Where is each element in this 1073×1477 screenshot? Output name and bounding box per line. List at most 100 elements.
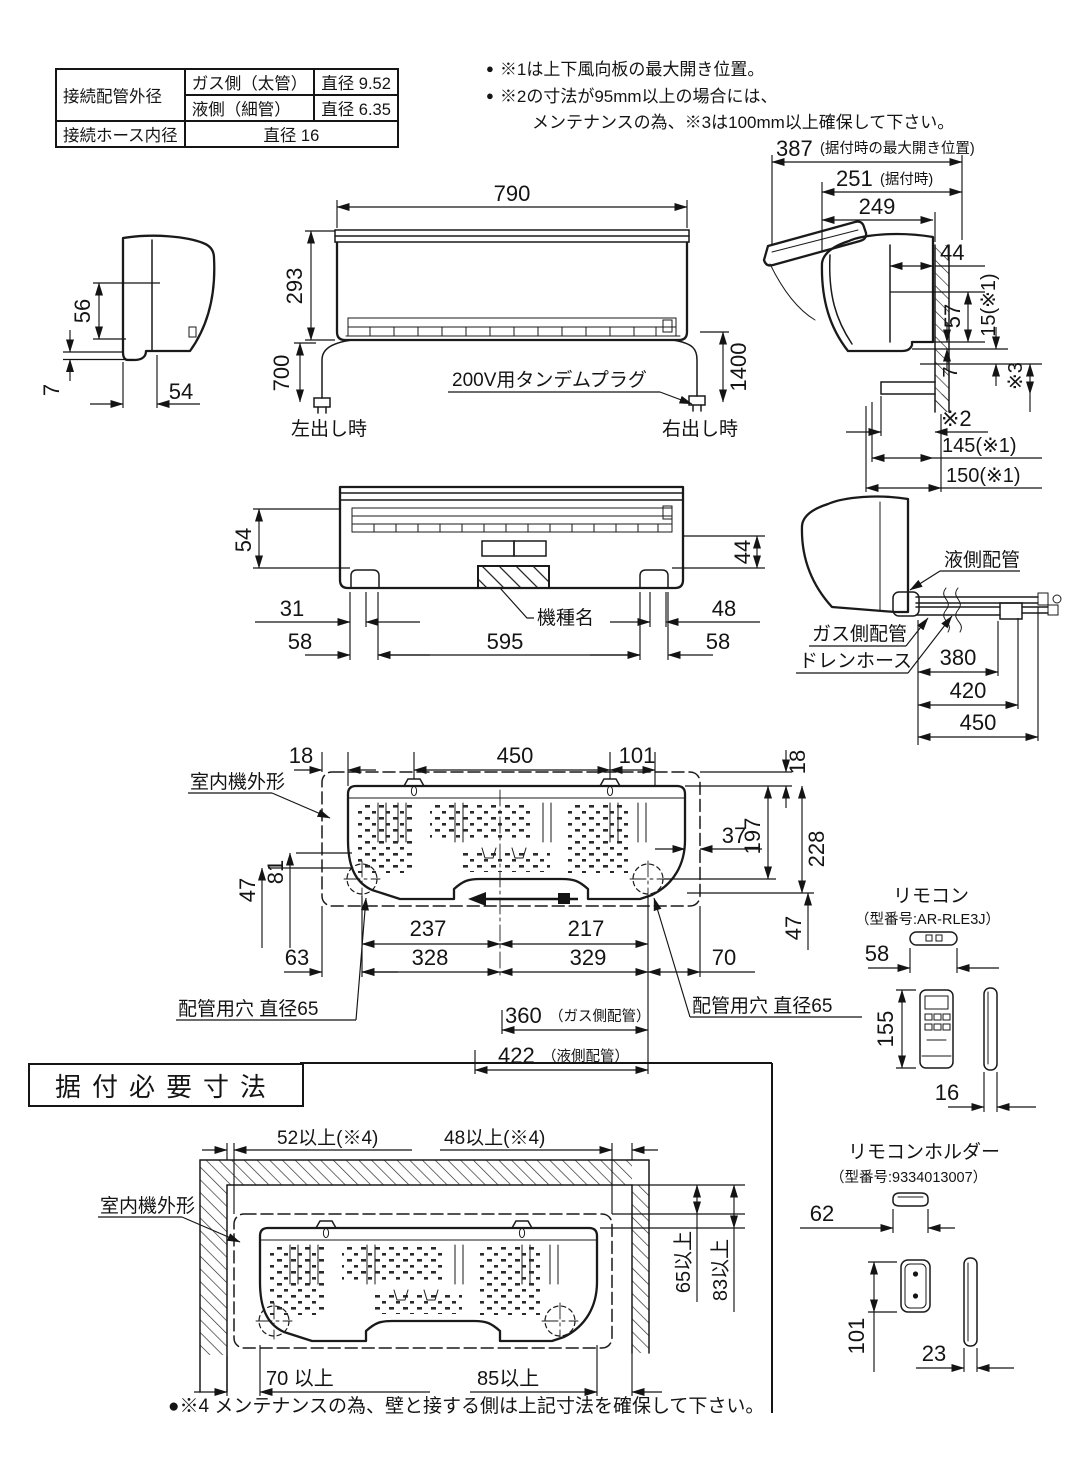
dim-101: 101 — [619, 743, 656, 768]
bullet-icon: ● — [486, 88, 494, 103]
dim-155: 155 — [873, 1011, 898, 1048]
holder-title: リモコンホルダー — [848, 1141, 1000, 1163]
spec-row-label: 接続ホース内径 — [55, 120, 186, 148]
remote-control-view: リモコン （型番号:AR-RLE3J） 58 155 — [855, 886, 1036, 1112]
gas-pipe-label: ガス側配管 — [812, 623, 907, 645]
spec-cell: 直径 6.35 — [313, 94, 399, 122]
spec-cell: 液側（細管） — [183, 94, 316, 122]
spec-table: 接続配管外径 ガス側（太管） 直径 9.52 液側（細管） 直径 6.35 接続… — [55, 68, 399, 148]
dim-150: 150(※1) — [946, 465, 1021, 487]
dim-329: 329 — [570, 945, 607, 970]
dim-31: 31 — [280, 596, 304, 621]
dim-450: 450 — [960, 710, 997, 735]
left-side-view: 56 7 54 — [39, 234, 216, 408]
unit-outline-label: 室内機外形 — [190, 771, 285, 793]
dim-44: 44 — [940, 240, 964, 265]
holder-model: （型番号:9334013007） — [830, 1169, 987, 1186]
dim-380: 380 — [940, 645, 977, 670]
dim-360-note: （ガス側配管） — [549, 1008, 651, 1025]
note-line: メンテナンスの為、※3は100mm以上確保して下さい。 — [532, 113, 955, 132]
dim-57: 57 — [940, 304, 965, 328]
front-view: 790 293 700 1400 200V用タンデムプラグ 左出し時 右出し時 — [269, 181, 751, 440]
pipe-hole-label-right: 配管用穴 直径65 — [692, 995, 832, 1017]
dim-328: 328 — [412, 945, 449, 970]
note-text: ※1は上下風向板の最大開き位置。 — [499, 60, 765, 79]
dim-700: 700 — [269, 355, 294, 392]
install-note: ●※4 メンテナンスの為、壁と接する側は上記寸法を確保して下さい。 — [168, 1395, 764, 1417]
dim-70: 70 — [712, 945, 736, 970]
dim-85-min: 85以上 — [477, 1367, 539, 1390]
dim-65-min: 65以上 — [672, 1231, 695, 1293]
remote-model: （型番号:AR-RLE3J） — [855, 911, 1000, 928]
dim-remote-58: 58 — [865, 941, 889, 966]
spec-row-label: 接続配管外径 — [55, 68, 186, 122]
dim-15: 15(※1) — [978, 273, 1000, 336]
bullet-icon: ● — [486, 61, 494, 76]
dim-422-note: （液側配管） — [542, 1048, 629, 1065]
dim-top-54: 54 — [231, 528, 256, 552]
dim-251-note: (据付時) — [880, 171, 933, 188]
dim-237: 237 — [410, 916, 447, 941]
unit-outline-label-install: 室内機外形 — [100, 1195, 195, 1217]
dim-63: 63 — [285, 945, 309, 970]
dim-48-min: 48以上(※4) — [444, 1127, 545, 1149]
dim-48: 48 — [712, 596, 736, 621]
left-outlet-label: 左出し時 — [291, 418, 367, 440]
rear-view: 室内機外形 18 450 101 18 37 197 — [176, 743, 862, 1074]
dim-58-right: 58 — [706, 629, 730, 654]
dim-58-left: 58 — [288, 629, 312, 654]
dim-360: 360 — [505, 1003, 542, 1028]
dim-52-min: 52以上(※4) — [277, 1127, 378, 1149]
install-clearance-view: 室内機外形 52以上(※4) 48以上(※4) 65以上 83以上 — [98, 1062, 773, 1417]
dim-7-right: 7 — [940, 366, 962, 377]
pipe-hole-label-left: 配管用穴 直径65 — [178, 998, 318, 1020]
dim-7: 7 — [39, 384, 64, 396]
dim-249: 249 — [859, 194, 896, 219]
spec-cell: 直径 16 — [183, 120, 399, 148]
dim-251: 251 — [836, 166, 873, 191]
dim-56: 56 — [70, 299, 95, 323]
dim-47-left: 47 — [235, 878, 260, 902]
dim-387-note: (据付時の最大開き位置) — [820, 140, 975, 157]
dim-1400: 1400 — [726, 343, 751, 392]
dim-16: 16 — [935, 1080, 959, 1105]
right-outlet-label: 右出し時 — [662, 418, 738, 440]
remote-title: リモコン — [893, 886, 969, 907]
drain-hose-label: ドレンホース — [799, 651, 912, 672]
dim-18-right: 18 — [785, 750, 810, 774]
top-view: 機種名 54 44 31 48 58 595 — [231, 485, 765, 660]
remote-holder-view: リモコンホルダー （型番号:9334013007） 62 101 23 — [800, 1141, 1014, 1372]
note-line: ● ※1は上下風向板の最大開き位置。 — [486, 56, 954, 83]
note-line: ●※2の寸法が95mm以上の場合には、 — [486, 83, 954, 110]
notes-block: ● ※1は上下風向板の最大開き位置。 ●※2の寸法が95mm以上の場合には、 メン… — [486, 56, 954, 136]
dim-197: 197 — [740, 818, 765, 855]
install-section-header: 据付必要寸法 — [28, 1063, 304, 1107]
dim-145: 145(※1) — [942, 435, 1017, 457]
liquid-pipe-label: 液側配管 — [944, 549, 1020, 571]
pipe-side-view: 液側配管 ガス側配管 ドレンホース 380 420 450 — [796, 495, 1062, 745]
spec-cell: ガス側（太管） — [183, 68, 316, 96]
model-name-label: 機種名 — [537, 607, 594, 629]
dim-47-right: 47 — [781, 916, 806, 940]
dim-s2: ※2 — [941, 406, 972, 431]
dim-790: 790 — [494, 181, 531, 206]
dim-387: 387 — [776, 136, 813, 161]
dim-18-left: 18 — [289, 743, 313, 768]
dim-420: 420 — [950, 678, 987, 703]
dim-422: 422 — [498, 1043, 535, 1068]
dim-81: 81 — [263, 860, 288, 884]
dim-450-rear: 450 — [497, 743, 534, 768]
right-side-view: 387 (据付時の最大開き位置) 251 (据付時) 249 44 57 7 1… — [762, 136, 1042, 492]
plug-label: 200V用タンデムプラグ — [452, 369, 647, 391]
spec-cell: 直径 9.52 — [313, 68, 399, 96]
dim-54: 54 — [169, 379, 193, 404]
dim-228: 228 — [804, 831, 829, 868]
dim-holder-101: 101 — [844, 1318, 869, 1355]
dim-595: 595 — [487, 629, 524, 654]
dim-217: 217 — [568, 916, 605, 941]
dim-37: 37 — [722, 823, 746, 848]
dim-83-min: 83以上 — [709, 1239, 732, 1301]
dim-62: 62 — [810, 1201, 834, 1226]
